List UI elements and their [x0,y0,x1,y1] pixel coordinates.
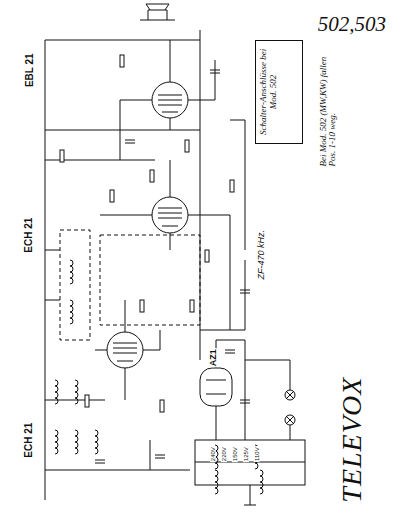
pilot-lamp [285,390,295,400]
resistor-symbol [60,150,64,162]
resistor-symbol [110,190,114,202]
wires [95,300,160,400]
coil-windings [260,470,263,494]
rectifier-tube [206,380,226,394]
speaker [140,4,175,20]
note: Bei Mod. 502 (MW,KW) fallen Pos. 1-10 we… [319,53,338,167]
capacitor-symbol [155,455,165,458]
resistor-symbol [205,250,209,262]
tube-ebl21 [158,95,182,112]
resistor-symbol [185,140,189,152]
if-transformer-can [100,235,200,325]
if-transformer-can [60,230,90,340]
resistor-symbol [150,170,154,182]
coil-windings [70,260,73,284]
resistor-symbol [190,300,194,312]
wires [200,260,245,440]
power-transformer [195,440,305,485]
pilot-lamp [286,416,294,424]
tube-ech21-mixer [107,332,143,368]
tube-name: EBL 21 [25,52,36,88]
capacitor-symbol [225,350,235,353]
coil-windings [70,300,73,324]
rectifier-tube [200,368,232,406]
capacitor-symbol [210,70,220,73]
model-number: 502,503 [318,12,386,37]
coil-windings [75,380,78,404]
capacitor-symbol [240,400,250,403]
tube-ech21-mixer [107,332,143,368]
capacitor-symbol [240,290,250,293]
tube-ech21 [158,208,182,226]
pilot-lamp [286,391,294,399]
tube-name: AZ1 [209,348,218,367]
pilot-lamp [285,415,295,425]
capacitor-symbol [95,70,250,463]
voltage-tap: 150V [232,446,238,462]
coil-windings [55,430,58,454]
power-transformer [195,440,305,485]
tube-ech21-mixer [113,343,137,361]
resistor-symbol [60,55,234,412]
pilot-lamp [245,360,295,440]
pilot-lamp [245,360,290,440]
tube-name: ECH 21 [25,421,36,458]
coil-windings [55,260,263,494]
wires [45,30,256,505]
tube-ech21 [152,197,188,233]
capacitor-symbol [125,140,135,143]
coil-windings [215,470,218,494]
wires [150,120,256,505]
resistor-symbol [120,55,124,67]
voltage-tap: 220V [221,446,227,462]
voltage-tap: 110V [254,446,260,462]
box-heading: Schalter-Anschlüsse bei Mod. 502 [259,46,279,138]
note: ZF-470 kHz. [257,229,266,281]
tube-ech21 [152,197,188,233]
coil-windings [75,430,78,454]
wires [100,40,230,330]
voltage-tap: 240V [210,446,216,462]
resistor-symbol [230,180,234,192]
resistor-symbol [85,395,89,407]
speaker [140,4,175,20]
tube-name: ECH 21 [25,216,36,253]
tube-ebl21 [152,82,188,118]
tube-ebl21 [152,82,188,118]
rectifier-tube [200,368,232,406]
switch-connection-box: Schalter-Anschlüsse bei Mod. 502 [255,40,303,144]
resistor-symbol [160,400,164,412]
coil-windings [55,380,58,404]
voltage-tap: 125V [243,446,249,462]
resistor-symbol [140,300,144,312]
if-transformer-can [60,230,200,340]
coil-windings [95,430,98,454]
capacitor-symbol [95,460,105,463]
brand-name: TELEVOX [337,376,366,504]
